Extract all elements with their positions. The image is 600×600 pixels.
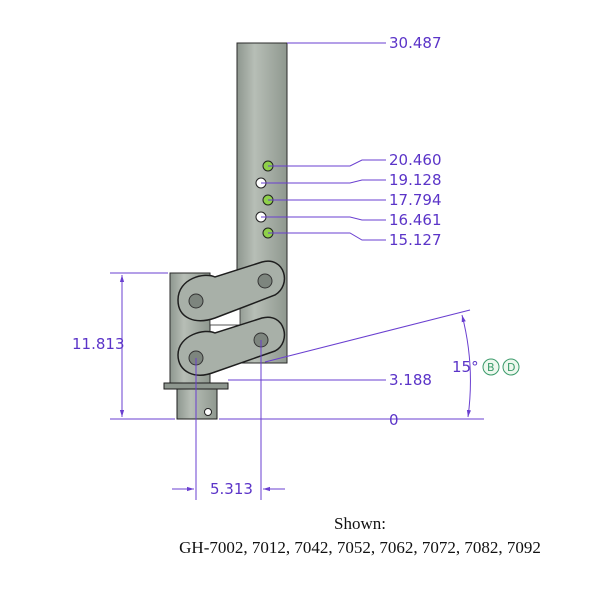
vertical-tube xyxy=(236,42,288,364)
dim-top: 30.487 xyxy=(389,34,442,52)
dim-height-left: 11.813 xyxy=(72,335,125,353)
dim-width-bottom: 5.313 xyxy=(210,480,253,498)
dim-hole-4: 16.461 xyxy=(389,211,442,229)
caption-shown: Shown: xyxy=(334,514,386,533)
dim-hole-3: 17.794 xyxy=(389,191,442,209)
svg-text:D: D xyxy=(507,361,515,374)
caption-models: GH-7002, 7012, 7042, 7052, 7062, 7072, 7… xyxy=(179,538,541,557)
datum-d: D xyxy=(502,358,520,376)
dim-zero: 0 xyxy=(389,411,399,429)
datum-b: B xyxy=(482,358,500,376)
dim-hole-1: 20.460 xyxy=(389,151,442,169)
dim-collar: 3.188 xyxy=(389,371,432,389)
dimension-lines xyxy=(110,42,484,500)
dim-hole-5: 15.127 xyxy=(389,231,442,249)
svg-text:B: B xyxy=(487,361,495,374)
dim-hole-2: 19.128 xyxy=(389,171,442,189)
post-pin-hole xyxy=(204,408,212,416)
upper-link-plate xyxy=(177,260,286,322)
dim-angle: 15° xyxy=(452,358,479,376)
